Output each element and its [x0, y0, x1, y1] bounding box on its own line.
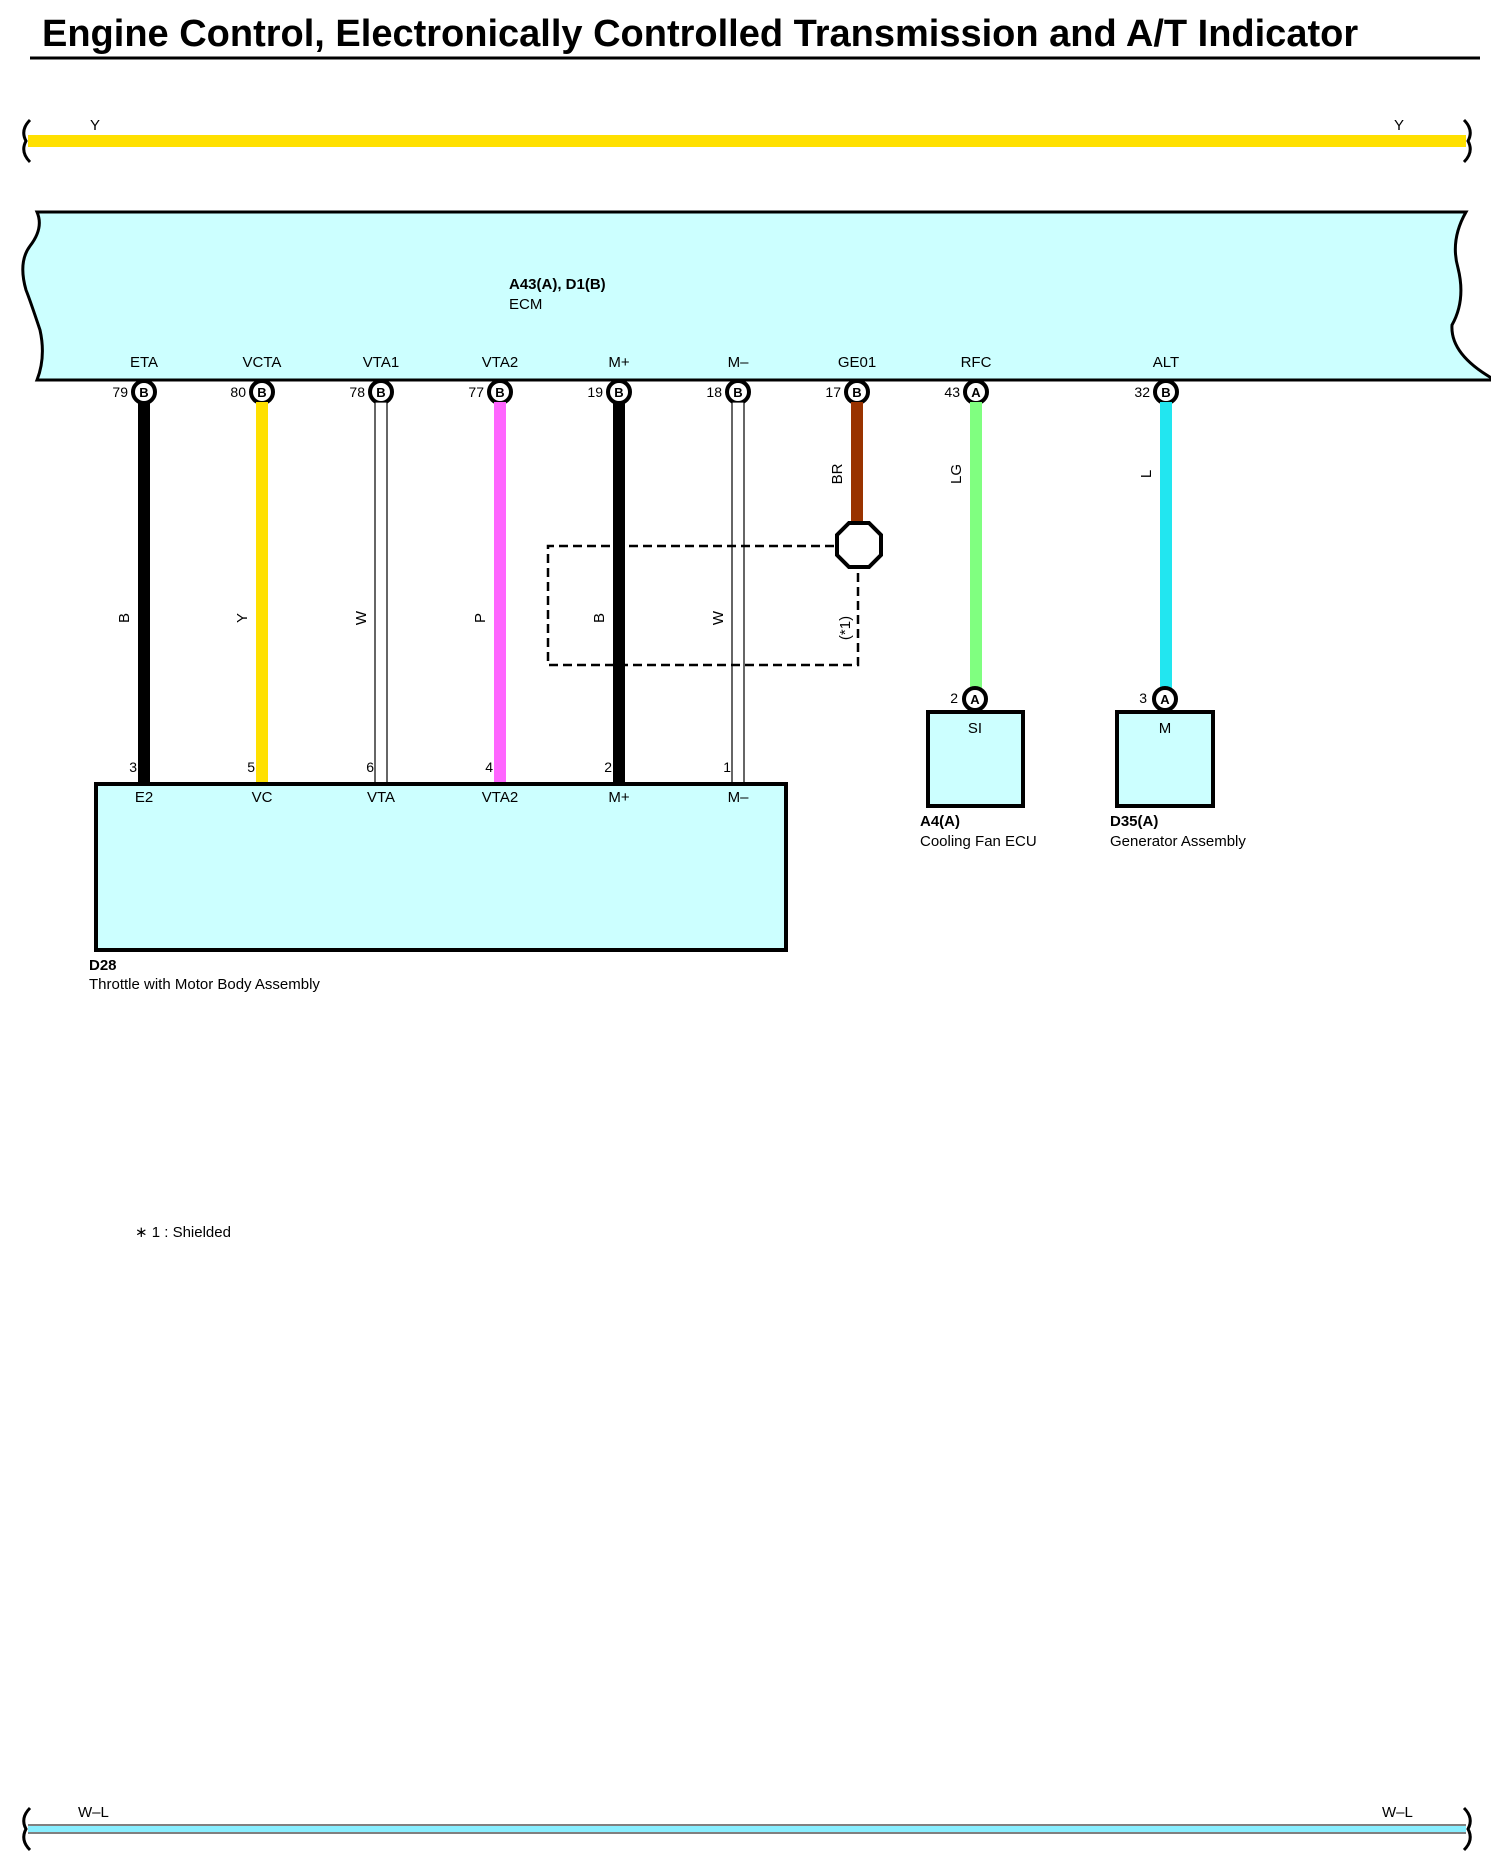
wire-color-label: W — [710, 610, 727, 625]
ecm-terminal-name: M– — [728, 354, 749, 371]
ecm-terminal-pin: 43 — [944, 384, 960, 400]
ecm-connector-code: A43(A), D1(B) — [509, 276, 606, 293]
cooling-fan-ecu-name: Cooling Fan ECU — [920, 833, 1037, 850]
ecm-terminal-pin: 18 — [706, 384, 722, 400]
throttle-name: Throttle with Motor Body Assembly — [89, 976, 320, 993]
throttle-terminal-name: M+ — [608, 789, 629, 806]
ecm-connector-letter: A — [971, 385, 981, 400]
ecm-name: ECM — [509, 296, 542, 313]
throttle-terminal-name: VTA2 — [482, 789, 518, 806]
ecm-connector-letter: B — [1161, 385, 1170, 400]
generator-conn-letter: A — [1160, 692, 1170, 707]
top-bus-color-left: Y — [90, 117, 100, 134]
generator-component: M 3 A D35(A) Generator Assembly — [1110, 686, 1246, 850]
generator-terminal: M — [1159, 720, 1172, 737]
cooling-fan-ecu-conn-letter: A — [970, 692, 980, 707]
wire-color-label: Y — [234, 613, 251, 623]
top-bus-color-right: Y — [1394, 117, 1404, 134]
throttle-terminal-name: VC — [252, 789, 273, 806]
cooling-fan-ecu-box — [926, 710, 1025, 808]
shield-mark: (*1) — [837, 616, 854, 640]
ecm-terminal-pin: 19 — [587, 384, 603, 400]
ecm-connector-letter: B — [733, 385, 742, 400]
throttle-terminal-pin: 2 — [604, 759, 612, 775]
generator-name: Generator Assembly — [1110, 833, 1246, 850]
ecm-terminal-pin: 79 — [112, 384, 128, 400]
wire-color-label: W — [353, 610, 370, 625]
wire-color-label: B — [116, 613, 133, 623]
ecm-terminal-name: RFC — [961, 354, 992, 371]
generator-connector-circle — [1152, 686, 1178, 712]
cooling-fan-ecu-connector-code: A4(A) — [920, 813, 960, 830]
wire-color-label: P — [472, 613, 489, 623]
shield-ground-octagon — [835, 521, 883, 569]
top-bus-break-left — [22, 118, 32, 164]
throttle-terminal-pin: 3 — [129, 759, 137, 775]
throttle-terminal-pin: 6 — [366, 759, 374, 775]
cooling-fan-ecu-terminal: SI — [968, 720, 982, 737]
ecm-terminal-pin: 77 — [468, 384, 484, 400]
bottom-bus: W–L W–L — [22, 1804, 1472, 1852]
generator-pin: 3 — [1139, 690, 1147, 706]
shield-note: ∗ 1 : Shielded — [135, 1224, 231, 1241]
wire-color-label: B — [591, 613, 608, 623]
ecm-terminal-name: GE01 — [838, 354, 876, 371]
shield-dashed-line — [546, 544, 860, 667]
ecm-terminal-pin: 17 — [825, 384, 841, 400]
ecm-terminal-name: ALT — [1153, 354, 1179, 371]
ecm-connector-letter: B — [852, 385, 861, 400]
cooling-fan-ecu-connector-circle — [962, 686, 988, 712]
ecm-terminal-name: VCTA — [243, 354, 282, 371]
ecm-terminal-pin: 78 — [349, 384, 365, 400]
top-bus-break-right — [1462, 118, 1472, 164]
ecm-terminal-name: ETA — [130, 354, 158, 371]
wire-3 — [374, 401, 388, 785]
throttle-terminal-name: M– — [728, 789, 749, 806]
top-bus: Y Y — [22, 117, 1472, 164]
generator-box — [1115, 710, 1215, 808]
bottom-bus-break-left — [22, 1806, 32, 1852]
wire-color-label: L — [1138, 470, 1155, 478]
throttle-connector-code: D28 — [89, 957, 117, 974]
ecm-terminal-name: M+ — [608, 354, 629, 371]
ecm-terminal-name: VTA2 — [482, 354, 518, 371]
throttle-terminal-pin: 1 — [723, 759, 731, 775]
ecm-connector-letter: B — [139, 385, 148, 400]
ecm-box — [21, 210, 1491, 382]
shield-group: (*1) — [546, 521, 883, 667]
throttle-terminal-name: E2 — [135, 789, 153, 806]
ecm-connector-letter: B — [495, 385, 504, 400]
throttle-terminal-name: VTA — [367, 789, 395, 806]
wire-color-label: LG — [948, 464, 965, 484]
cooling-fan-ecu-component: SI 2 A A4(A) Cooling Fan ECU — [920, 686, 1037, 850]
ecm-terminal-name: VTA1 — [363, 354, 399, 371]
ecm-connector-letter: B — [376, 385, 385, 400]
bottom-bus-break-right — [1462, 1806, 1472, 1852]
wire-6 — [731, 401, 745, 785]
page-title: Engine Control, Electronically Controlle… — [42, 13, 1358, 55]
ecm-connector-letter: B — [614, 385, 623, 400]
bottom-bus-color-right: W–L — [1382, 1804, 1413, 1821]
ecm-terminal-pin: 80 — [230, 384, 246, 400]
ecm-connector-letter: B — [257, 385, 266, 400]
throttle-box — [94, 782, 788, 952]
generator-connector-code: D35(A) — [1110, 813, 1158, 830]
bottom-bus-color-left: W–L — [78, 1804, 109, 1821]
throttle-terminal-pin: 5 — [247, 759, 255, 775]
throttle-terminal-pin: 4 — [485, 759, 493, 775]
cooling-fan-ecu-pin: 2 — [950, 690, 958, 706]
wire-color-label: BR — [829, 463, 846, 484]
ecm-terminal-pin: 32 — [1134, 384, 1150, 400]
wires: B Y W P B W BR LG L — [116, 401, 1172, 785]
